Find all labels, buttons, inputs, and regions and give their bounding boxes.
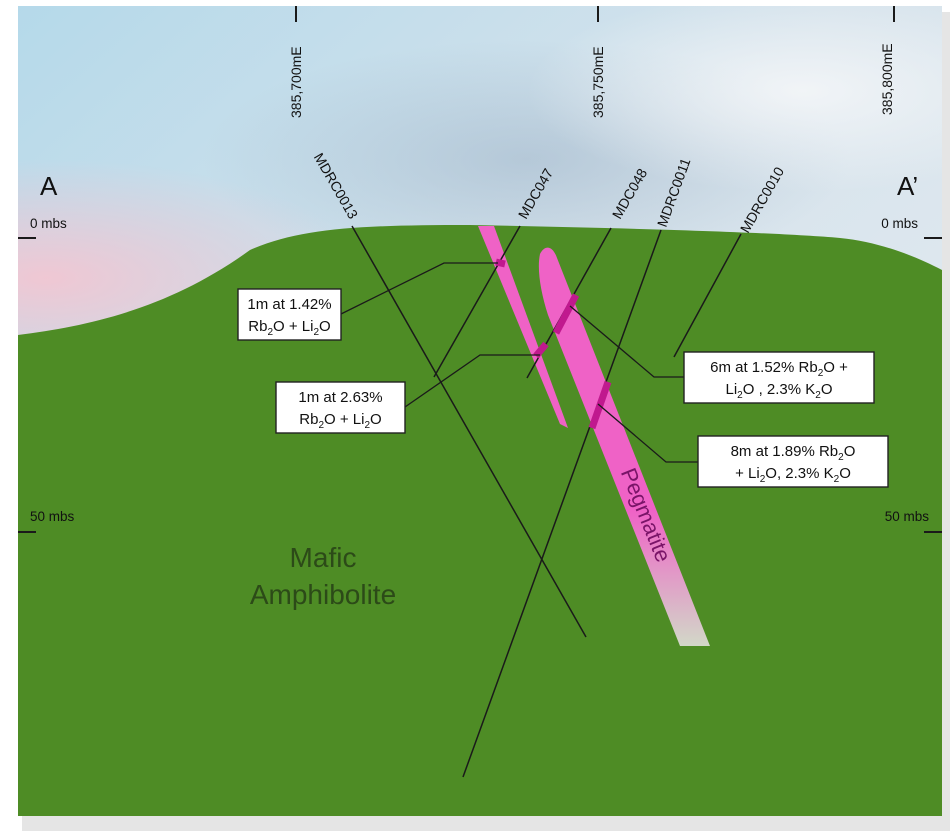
host-rock-label-line2: Amphibolite — [250, 579, 396, 610]
formula-text: + Li — [735, 465, 760, 482]
formula-text: O — [821, 381, 833, 398]
intercept-mark-1 — [495, 258, 506, 268]
subscript-digit: 2 — [737, 390, 743, 401]
callout-3: 6m at 1.52% Rb2O + Li2O , 2.3% K2O — [683, 351, 875, 404]
drill-hole-trace-mdrc0010 — [673, 233, 742, 358]
callout-leaders — [340, 262, 698, 463]
subscript-digit: 2 — [838, 452, 844, 463]
drill-hole-trace-mdc047 — [433, 225, 521, 378]
formula-text: 1m at 2.63% — [298, 389, 382, 406]
leader-1 — [340, 262, 498, 315]
formula-text: O, 2.3% K — [765, 465, 833, 482]
callout-box-4 — [697, 435, 889, 488]
depth-label-bottom-left: 50 mbs — [30, 509, 75, 524]
callout-1: 1m at 1.42% Rb2O + Li2O — [237, 288, 342, 341]
formula-text: O + Li — [273, 318, 313, 335]
formula-text: Rb — [248, 318, 267, 335]
callout-1-line1: 1m at 1.42% — [247, 296, 331, 313]
formula-text: Li — [725, 381, 737, 398]
intercept-mark-3 — [552, 293, 580, 335]
leader-2 — [404, 354, 540, 408]
callout-1-line2: Rb2O + Li2O — [248, 318, 330, 338]
leader-3 — [569, 305, 684, 378]
subscript-digit: 2 — [834, 474, 840, 485]
formula-text: O — [370, 411, 382, 428]
formula-text: 1m at 1.42% — [247, 296, 331, 313]
pegmatite-upper-lens — [478, 226, 568, 428]
depth-label-bottom-right: 50 mbs — [885, 509, 930, 524]
drill-holes — [351, 225, 742, 778]
formula-text: O , 2.3% K — [743, 381, 816, 398]
formula-text: O — [844, 443, 856, 460]
easting-label-3: 385,800mE — [879, 43, 895, 115]
formula-text: O + Li — [324, 411, 364, 428]
callout-box-2 — [275, 381, 406, 434]
formula-text: 6m at 1.52% Rb — [710, 359, 818, 376]
callout-4: 8m at 1.89% Rb2O + Li2O, 2.3% K2O — [697, 435, 889, 488]
subscript-digit: 2 — [818, 368, 824, 379]
section-label-right: A’ — [897, 171, 918, 201]
subscript-digit: 2 — [267, 327, 273, 338]
host-rock-label-line1: Mafic — [290, 542, 357, 573]
callout-2-line1: 1m at 2.63% — [298, 389, 382, 406]
easting-label-2: 385,750mE — [590, 46, 606, 118]
subscript-digit: 2 — [313, 327, 319, 338]
easting-labels: 385,700mE 385,750mE 385,800mE — [288, 43, 895, 118]
callout-3-line1: 6m at 1.52% Rb2O + — [710, 359, 848, 379]
formula-text: O — [839, 465, 851, 482]
subscript-digit: 2 — [760, 474, 766, 485]
callout-4-line1: 8m at 1.89% Rb2O — [731, 443, 856, 463]
callout-2-line2: Rb2O + Li2O — [299, 411, 381, 431]
drill-hole-trace-mdrc0013 — [351, 225, 587, 638]
drill-hole-trace-mdrc0011 — [462, 229, 662, 778]
callout-box-3 — [683, 351, 875, 404]
formula-text: Rb — [299, 411, 318, 428]
pegmatite-main-body — [538, 247, 710, 646]
callout-box-1 — [237, 288, 342, 341]
subscript-digit: 2 — [318, 420, 324, 431]
leader-4 — [597, 403, 698, 463]
easting-label-1: 385,700mE — [288, 46, 304, 118]
section-label-left: A — [40, 171, 58, 201]
formula-text: 8m at 1.89% Rb — [731, 443, 839, 460]
subscript-digit: 2 — [815, 390, 821, 401]
callout-4-line2: + Li2O, 2.3% K2O — [735, 465, 851, 485]
host-rock-mafic-amphibolite — [18, 225, 942, 816]
callout-2: 1m at 2.63% Rb2O + Li2O — [275, 381, 406, 434]
depth-label-top-left: 0 mbs — [30, 216, 67, 231]
callout-3-line2: Li2O , 2.3% K2O — [725, 381, 832, 401]
subscript-digit: 2 — [364, 420, 370, 431]
depth-ticks — [18, 237, 942, 533]
intercept-mark-2 — [533, 341, 549, 359]
depth-label-top-right: 0 mbs — [881, 216, 918, 231]
formula-text: O + — [823, 359, 848, 376]
easting-ticks — [295, 6, 895, 22]
formula-text: O — [319, 318, 331, 335]
